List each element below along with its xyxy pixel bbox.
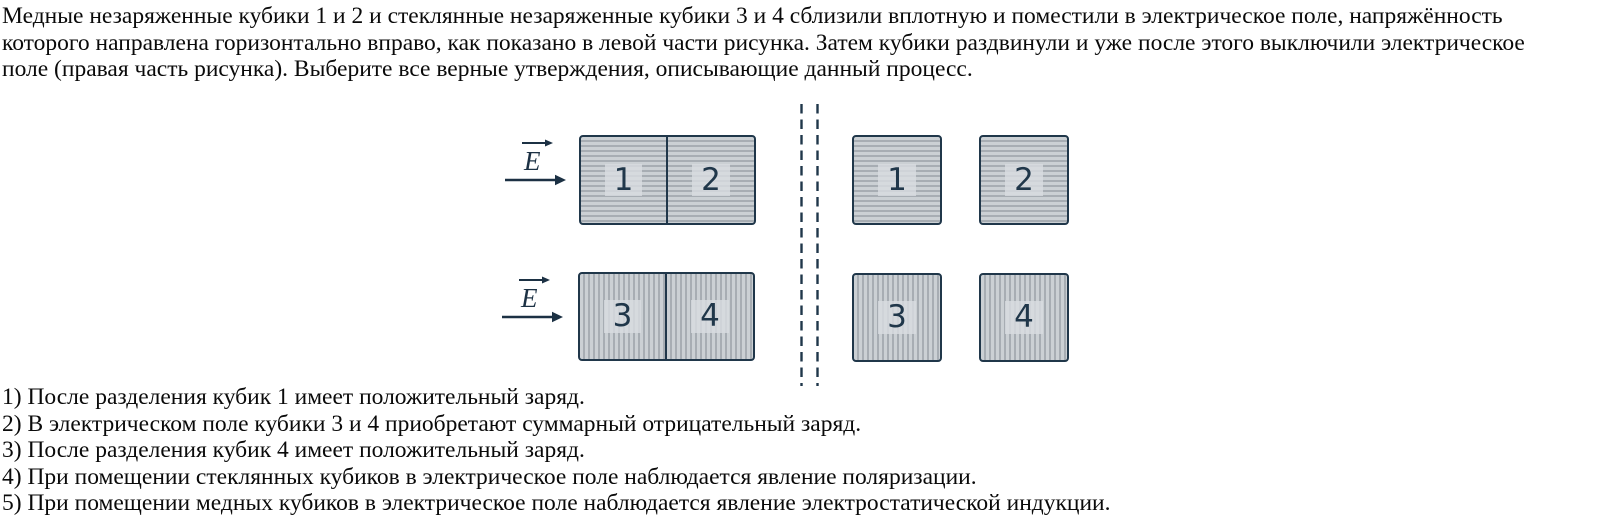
cube-joined-3: 3 (578, 272, 667, 361)
cube-label: 4 (1005, 301, 1043, 334)
cube-joined-1: 1 (579, 135, 668, 225)
cube-label: 1 (604, 164, 643, 197)
field-arrow-bottom-icon (502, 311, 563, 323)
field-arrow-top-icon (505, 174, 566, 186)
cube-label: 4 (691, 300, 729, 333)
cube-separated-1: 1 (852, 135, 942, 225)
cube-joined-4: 4 (665, 272, 755, 361)
cube-label: 2 (1005, 164, 1043, 197)
cube-separated-4: 4 (979, 273, 1069, 362)
field-vector-label-top: E (524, 146, 541, 176)
statement-option-1[interactable]: 1) После разделения кубик 1 имеет положи… (2, 384, 585, 410)
cube-label: 2 (692, 164, 730, 197)
problem-text-line: которого направлена горизонтально вправо… (2, 29, 1525, 56)
problem-text: Медные незаряженные кубики 1 и 2 и стекл… (2, 3, 1525, 83)
cube-label: 3 (603, 300, 642, 333)
statement-option-3[interactable]: 3) После разделения кубик 4 имеет положи… (2, 437, 585, 464)
cube-separated-3: 3 (852, 273, 942, 362)
statement-option-5[interactable]: 5) При помещении медных кубиков в электр… (2, 490, 1111, 517)
field-vector-label-bottom: E (521, 283, 538, 313)
statement-option-4[interactable]: 4) При помещении стеклянных кубиков в эл… (2, 463, 977, 490)
statements-list: 1) После разделения кубик 1 имеет положи… (2, 384, 1111, 517)
cube-label: 3 (878, 301, 916, 334)
problem-text-line: поле (правая часть рисунка). Выберите вс… (2, 56, 973, 83)
problem-text-line: Медные незаряженные кубики 1 и 2 и стекл… (2, 3, 1503, 29)
cube-joined-2: 2 (666, 135, 756, 225)
statement-option-2[interactable]: 2) В электрическом поле кубики 3 и 4 при… (2, 410, 862, 437)
cube-separated-2: 2 (979, 135, 1069, 225)
cube-label: 1 (878, 164, 916, 197)
